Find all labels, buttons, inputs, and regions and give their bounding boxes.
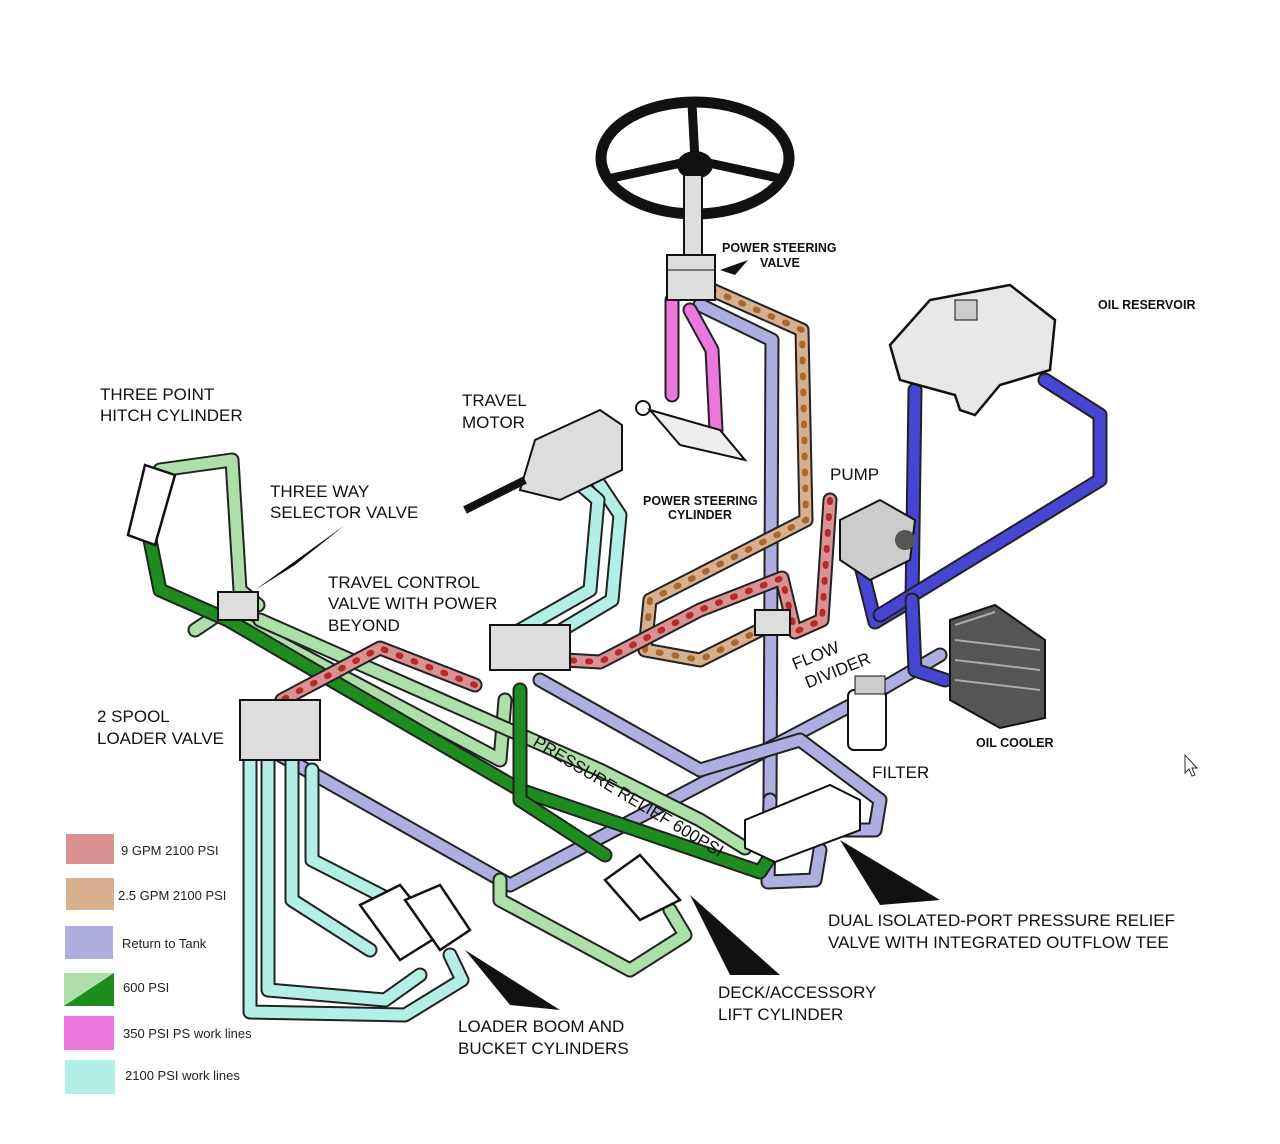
dark-green-line xyxy=(144,534,774,878)
deck-lift-cylinder xyxy=(603,853,683,922)
svg-text:350 PSI PS work lines: 350 PSI PS work lines xyxy=(123,1026,252,1041)
red-line-flow-dots xyxy=(562,497,833,666)
flow-divider xyxy=(754,609,791,636)
pointer-arrows xyxy=(255,260,940,1010)
return-line xyxy=(874,374,1106,621)
pipe-network xyxy=(142,282,1108,1023)
dual-relief-valve xyxy=(744,783,861,864)
light-green-line xyxy=(254,614,751,854)
legend-item-9gpm: 9 GPM 2100 PSI xyxy=(66,834,219,864)
cyan-line xyxy=(514,474,604,636)
loader-cylinders xyxy=(358,883,472,962)
return-line xyxy=(906,594,951,686)
svg-text:9 GPM 2100 PSI: 9 GPM 2100 PSI xyxy=(121,843,219,858)
travel-control-valve xyxy=(489,624,571,671)
power-steering-cylinder xyxy=(635,400,748,462)
svg-text:Return to Tank: Return to Tank xyxy=(122,936,207,951)
loader-valve xyxy=(239,699,321,761)
pump xyxy=(839,498,917,582)
power-steering-valve xyxy=(666,254,716,301)
light-green-line xyxy=(494,874,691,976)
dark-green-line xyxy=(514,684,611,861)
red-line-flow-dots xyxy=(279,644,478,703)
cyan-line xyxy=(306,764,406,911)
hitch-cylinder xyxy=(126,463,177,547)
magenta-line xyxy=(684,304,722,436)
return-line xyxy=(694,299,778,806)
label-filter: FILTER xyxy=(872,763,929,782)
label-oil-reservoir: OIL RESERVOIR xyxy=(1098,298,1195,312)
mouse-cursor-icon xyxy=(1184,753,1199,777)
legend-item-2100psi: 2100 PSI work lines xyxy=(65,1060,240,1094)
legend-item-2-5gpm: 2.5 GPM 2100 PSI xyxy=(66,878,226,910)
legend-item-600psi: 600 PSI xyxy=(64,973,169,1006)
label-pump: PUMP xyxy=(830,465,879,484)
cyan-line xyxy=(539,464,626,646)
steering-wheel xyxy=(595,96,795,256)
legend-item-return: Return to Tank xyxy=(65,926,207,959)
cyan-line xyxy=(286,754,376,956)
cyan-line xyxy=(244,734,468,1021)
oil-reservoir xyxy=(888,283,1057,417)
cyan-line xyxy=(262,744,426,1006)
svg-text:600 PSI: 600 PSI xyxy=(123,980,169,995)
return-line xyxy=(534,674,886,836)
svg-text:2100 PSI work lines: 2100 PSI work lines xyxy=(125,1068,240,1083)
svg-text:2.5 GPM 2100 PSI: 2.5 GPM 2100 PSI xyxy=(118,888,226,903)
legend: 9 GPM 2100 PSI 2.5 GPM 2100 PSI Return t… xyxy=(64,834,252,1094)
filter xyxy=(847,675,887,751)
travel-motor xyxy=(463,408,623,514)
label-oil-cooler: OIL COOLER xyxy=(976,736,1054,750)
legend-item-350psi: 350 PSI PS work lines xyxy=(64,1016,252,1050)
selector-valve xyxy=(217,591,259,621)
oil-cooler xyxy=(949,603,1046,730)
tan-line-flow-dots xyxy=(641,287,810,664)
